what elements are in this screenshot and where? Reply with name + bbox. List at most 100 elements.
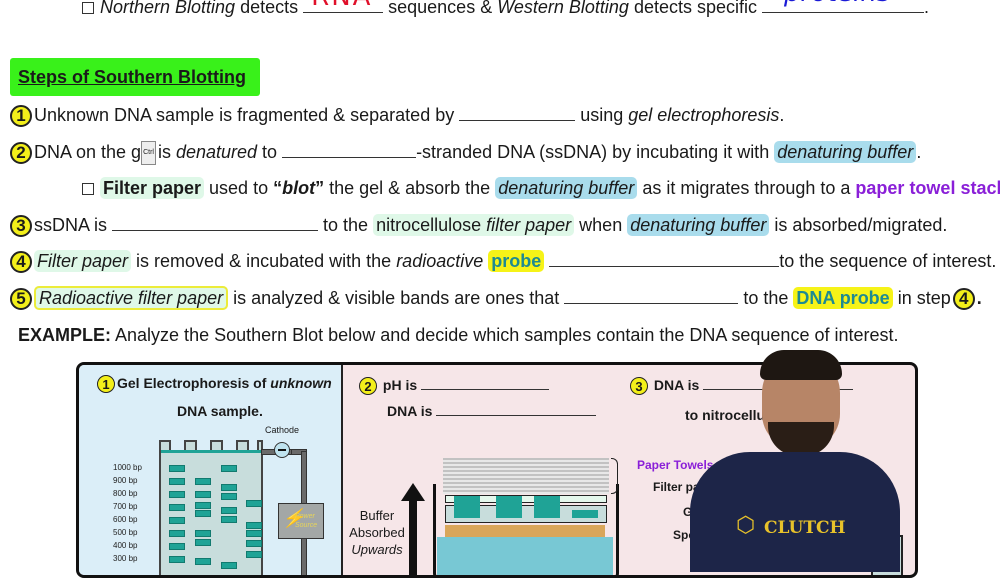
panel2-ph: 2 pH is xyxy=(359,377,550,396)
western-blotting: Western Blotting xyxy=(497,0,629,17)
example-text: Analyze the Southern Blot below and deci… xyxy=(111,325,899,345)
band xyxy=(169,478,185,485)
text: is analyzed & visible bands are ones tha… xyxy=(228,288,565,308)
text: unknown xyxy=(270,375,332,391)
step-number-icon: 3 xyxy=(630,377,648,396)
step-number-icon: 4 xyxy=(10,251,32,274)
blank xyxy=(282,141,417,158)
text: DNA on the g xyxy=(34,142,142,162)
northern-blotting: Northern Blotting xyxy=(100,0,236,17)
handwritten-rna: RNA xyxy=(311,0,372,10)
blank xyxy=(564,287,739,304)
text: DNA is xyxy=(387,403,433,419)
band xyxy=(169,465,185,472)
band xyxy=(221,493,237,500)
section-heading: Steps of Southern Blotting xyxy=(10,58,260,96)
band xyxy=(169,543,185,550)
step-number-icon: 1 xyxy=(10,105,32,128)
dna-block xyxy=(454,496,480,518)
checkbox-icon xyxy=(82,2,94,15)
arrow-up-icon xyxy=(401,483,425,501)
text: is xyxy=(157,142,176,162)
blank xyxy=(112,214,319,231)
text: used to xyxy=(204,178,274,198)
text: Buffer xyxy=(359,508,395,523)
band xyxy=(195,491,211,498)
highlight-denaturing-buffer: denaturing buffer xyxy=(627,214,770,236)
power-source: ⚡ Power Source xyxy=(278,503,324,539)
bp-label: 400 bp xyxy=(113,541,138,550)
blank xyxy=(549,250,780,267)
band xyxy=(169,491,185,498)
bp-label: 600 bp xyxy=(113,515,138,524)
example-label: EXAMPLE: xyxy=(18,325,112,345)
paper-towel-stack: paper towel stack xyxy=(855,178,1000,198)
highlight-nitrocellulose: nitrocellulose filter paper xyxy=(373,214,575,236)
checkbox-icon xyxy=(82,183,94,196)
band xyxy=(221,465,237,472)
dna-block xyxy=(534,496,560,518)
towels-bracket xyxy=(611,458,618,494)
paper-towels xyxy=(443,458,609,494)
bp-label: 800 bp xyxy=(113,489,138,498)
buffer-label: Buffer Absorbed Upwards xyxy=(349,507,405,558)
step-number-icon: 1 xyxy=(97,375,115,394)
presenter-beard xyxy=(768,422,834,456)
text: sequences & xyxy=(383,0,498,17)
highlight-dna-probe: DNA probe xyxy=(793,287,893,309)
text: . xyxy=(916,142,922,162)
cathode-label: Cathode xyxy=(265,425,300,435)
ctrl-key-overlay: Ctrl xyxy=(141,141,156,166)
highlight-filter-paper: Filter paper xyxy=(34,250,132,272)
text: denatured xyxy=(175,142,258,162)
band xyxy=(246,530,262,537)
band xyxy=(169,530,185,537)
handwritten-proteins: proteins xyxy=(784,0,891,6)
intro-line: Northern Blotting detects RNA sequences … xyxy=(82,0,929,18)
cathode-icon xyxy=(274,442,290,458)
band xyxy=(246,500,262,507)
text: nitrocellulose xyxy=(376,215,487,235)
highlight-radioactive-filter-paper: Radioactive filter paper xyxy=(34,286,229,310)
text: detects specific xyxy=(628,0,762,17)
bp-label: 300 bp xyxy=(113,554,138,563)
blank xyxy=(436,405,597,416)
text: to the xyxy=(738,288,794,308)
step-number-icon: 2 xyxy=(10,142,32,165)
step-reference-icon: 4 xyxy=(952,288,975,311)
filter-paper xyxy=(445,495,607,503)
answer-blank-proteins: proteins xyxy=(762,0,924,13)
arrow-shaft xyxy=(409,501,417,575)
highlight-denaturing-buffer: denaturing buffer xyxy=(774,141,917,163)
text: -stranded DNA (ssDNA) by incubating it w… xyxy=(416,142,775,162)
text: . xyxy=(779,105,785,125)
band xyxy=(169,517,185,524)
band xyxy=(246,551,262,558)
text: blot xyxy=(282,178,316,198)
presenter-video: ⬡ CLUTCH xyxy=(690,350,900,572)
gel xyxy=(159,440,263,575)
highlight-filter-paper: Filter paper xyxy=(100,177,205,199)
text: to the sequence of interest. xyxy=(779,251,997,271)
step-number-icon: 2 xyxy=(359,377,377,396)
band xyxy=(221,507,237,514)
bp-label: 500 bp xyxy=(113,528,138,537)
text: “ xyxy=(273,178,283,198)
text: Upwards xyxy=(351,542,403,557)
band xyxy=(221,484,237,491)
text: radioactive xyxy=(396,251,484,271)
dna-block xyxy=(572,510,598,518)
band xyxy=(246,522,262,529)
paper-towels-label: Paper Towels xyxy=(637,458,714,472)
text: gel electrophoresis xyxy=(628,105,780,125)
band xyxy=(195,539,211,546)
highlight-denaturing-buffer: denaturing buffer xyxy=(495,177,638,199)
text: when xyxy=(574,215,628,235)
band xyxy=(169,504,185,511)
text: ssDNA is xyxy=(34,215,113,235)
